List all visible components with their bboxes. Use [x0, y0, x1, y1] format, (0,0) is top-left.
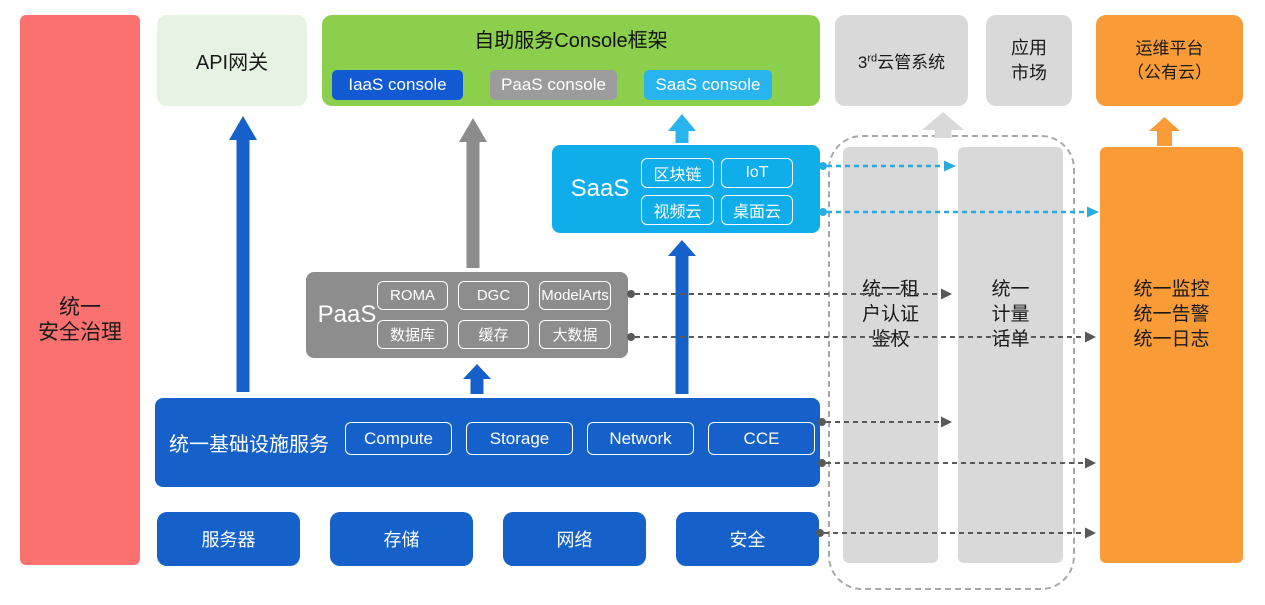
third-party-cloud-mgmt-box: 3rd云管系统: [835, 15, 968, 106]
saas-chips: 区块链 IoT 视频云 桌面云: [641, 158, 793, 225]
auth-bar-line2: 户认证: [861, 304, 919, 325]
monitor-bar-line3: 统一日志: [1133, 329, 1210, 350]
metering-bar-line1: 统一: [991, 279, 1030, 300]
app-market-box: 应用 市场: [986, 15, 1072, 106]
arrow-paas-to-console: [459, 118, 487, 268]
auth-bar-line1: 统一租: [861, 279, 919, 300]
tenant-services-dashed-group: [828, 135, 1075, 590]
security-governance-bar: 统一 安全治理: [20, 15, 140, 565]
saas-chip-blockchain: 区块链: [641, 158, 714, 188]
paas-chip-bigdata: 大数据: [539, 320, 611, 349]
metering-bar-line2: 计量: [991, 304, 1030, 325]
saas-chip-iot: IoT: [721, 158, 793, 188]
paas-chip-modelarts: ModelArts: [539, 281, 611, 310]
paas-console-chip: PaaS console: [490, 70, 617, 100]
security-governance-line1: 统一: [59, 296, 101, 319]
paas-label: PaaS: [317, 301, 377, 328]
console-chips: IaaS console PaaS console SaaS console: [332, 70, 772, 100]
arrow-infra-to-paas: [463, 364, 491, 394]
monitor-bar: 统一监控 统一告警 统一日志: [1100, 147, 1243, 563]
api-gateway-box: API网关: [157, 15, 307, 106]
metering-bar: 统一 计量 话单: [958, 147, 1063, 563]
paas-box: PaaS ROMA DGC ModelArts 数据库 缓存 大数据: [306, 272, 628, 358]
arrow-infra-to-api: [229, 116, 257, 392]
infrastructure-chips: Compute Storage Network CCE: [345, 422, 815, 455]
monitor-bar-line1: 统一监控: [1133, 279, 1210, 300]
infra-chip-cce: CCE: [708, 422, 815, 455]
arrow-infra-to-saas: [668, 240, 696, 394]
paas-chip-cache: 缓存: [458, 320, 529, 349]
saas-chip-videocloud: 视频云: [641, 195, 714, 225]
hardware-storage-box: 存储: [330, 512, 473, 566]
saas-label: SaaS: [570, 175, 630, 202]
console-framework-title: 自助服务Console框架: [474, 30, 668, 52]
hardware-security-box: 安全: [676, 512, 819, 566]
metering-bar-line3: 话单: [991, 329, 1030, 350]
saas-box: SaaS 区块链 IoT 视频云 桌面云: [552, 145, 820, 233]
infrastructure-label: 统一基础设施服务: [169, 434, 329, 456]
infra-chip-network: Network: [587, 422, 694, 455]
arrow-monitor-to-ops: [1149, 117, 1180, 146]
api-gateway-label: API网关: [195, 52, 269, 74]
monitor-bar-line2: 统一告警: [1133, 304, 1210, 325]
app-market-line1: 应用: [1011, 37, 1047, 58]
arrow-saas-to-console: [668, 114, 696, 143]
ops-platform-line2: （公有云）: [1127, 62, 1212, 82]
saas-chip-desktopcloud: 桌面云: [721, 195, 793, 225]
auth-bar-line3: 鉴权: [871, 329, 910, 350]
hardware-server-box: 服务器: [157, 512, 300, 566]
paas-chip-dgc: DGC: [458, 281, 529, 310]
app-market-line2: 市场: [1011, 62, 1047, 83]
auth-bar: 统一租 户认证 鉴权: [843, 147, 938, 563]
hardware-network-box: 网络: [503, 512, 646, 566]
paas-chip-database: 数据库: [377, 320, 448, 349]
ops-platform-line1: 运维平台: [1135, 38, 1204, 58]
console-framework-box: 自助服务Console框架 IaaS console PaaS console …: [322, 15, 820, 106]
infra-chip-storage: Storage: [466, 422, 573, 455]
paas-chip-roma: ROMA: [377, 281, 448, 310]
infrastructure-box: 统一基础设施服务 Compute Storage Network CCE: [155, 398, 820, 487]
infra-chip-compute: Compute: [345, 422, 452, 455]
iaas-console-chip: IaaS console: [332, 70, 463, 100]
paas-chips: ROMA DGC ModelArts 数据库 缓存 大数据: [377, 281, 611, 349]
saas-console-chip: SaaS console: [644, 70, 772, 100]
ops-platform-box: 运维平台 （公有云）: [1096, 15, 1243, 106]
security-governance-line2: 安全治理: [38, 321, 122, 344]
third-party-cloud-mgmt-label: 3rd云管系统: [857, 52, 946, 72]
